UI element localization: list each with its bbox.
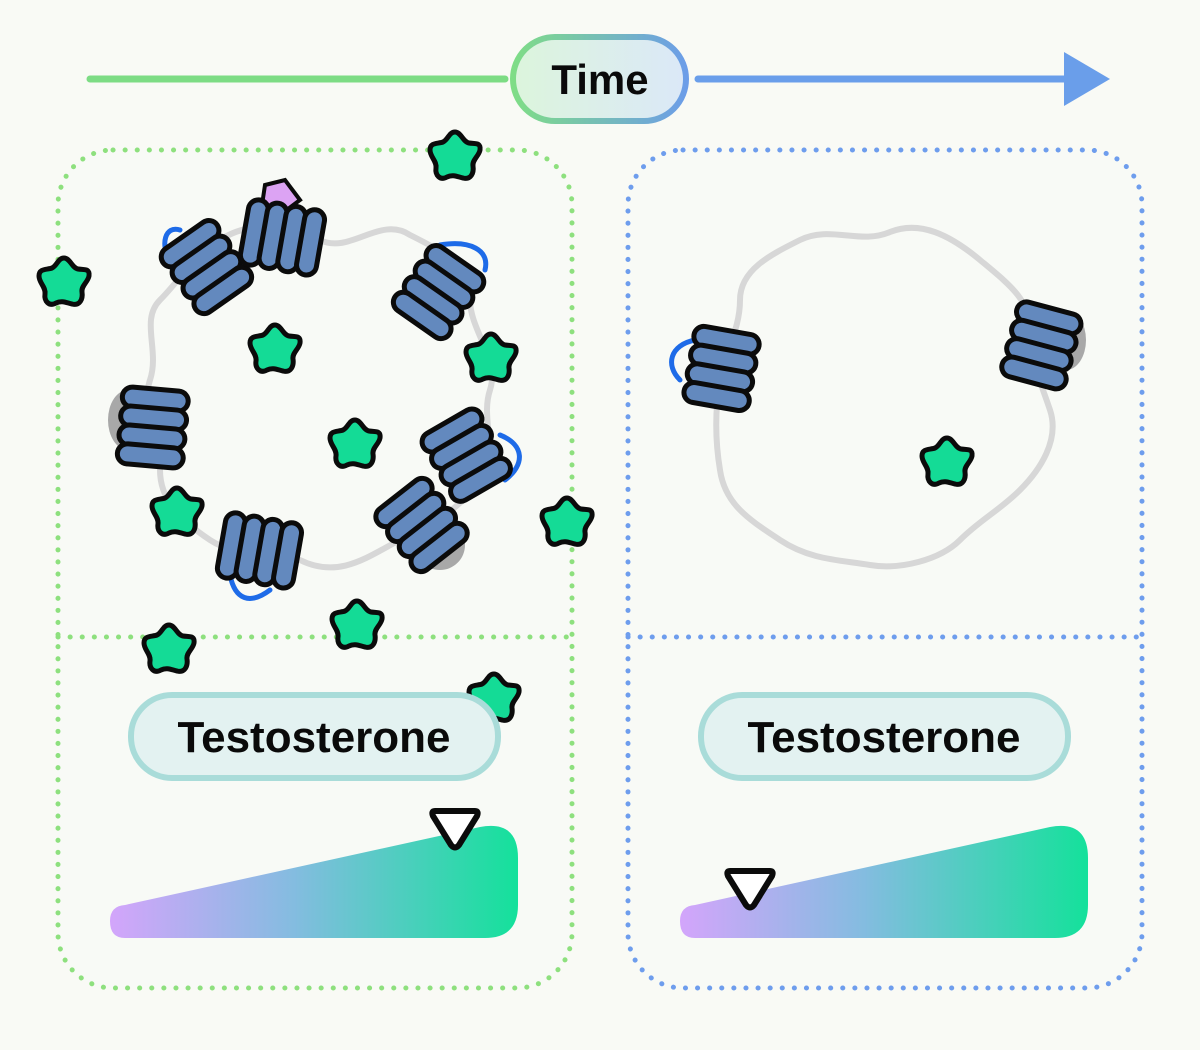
- timeline-arrowhead-icon: [1064, 52, 1110, 106]
- time-pill: [510, 34, 689, 124]
- time-label: Time: [551, 56, 648, 103]
- level-gauge-early: [110, 825, 518, 938]
- testosterone-molecule-icon: [430, 132, 480, 178]
- hormone-label-early: Testosterone: [177, 713, 450, 762]
- hormone-label-late: Testosterone: [747, 713, 1020, 762]
- receptor-icon: [372, 474, 471, 575]
- receptor-icon: [216, 511, 303, 589]
- receptor-icon: [1000, 300, 1086, 391]
- receptors-late: [682, 300, 1086, 412]
- receptors-early: [108, 198, 514, 589]
- receptor-icon: [239, 198, 326, 276]
- receptor-icon: [682, 325, 760, 412]
- timeline: Time: [86, 34, 1110, 124]
- panel-early: Testosterone: [39, 132, 592, 991]
- hormone-label-pill-early: [128, 692, 501, 781]
- receptor-icon: [108, 386, 189, 468]
- hormone-label-pill-late: [698, 692, 1071, 781]
- panel-late: Testosterone: [625, 147, 1145, 991]
- level-gauge-late: [680, 825, 1088, 938]
- receptor-loop-late: [669, 337, 698, 383]
